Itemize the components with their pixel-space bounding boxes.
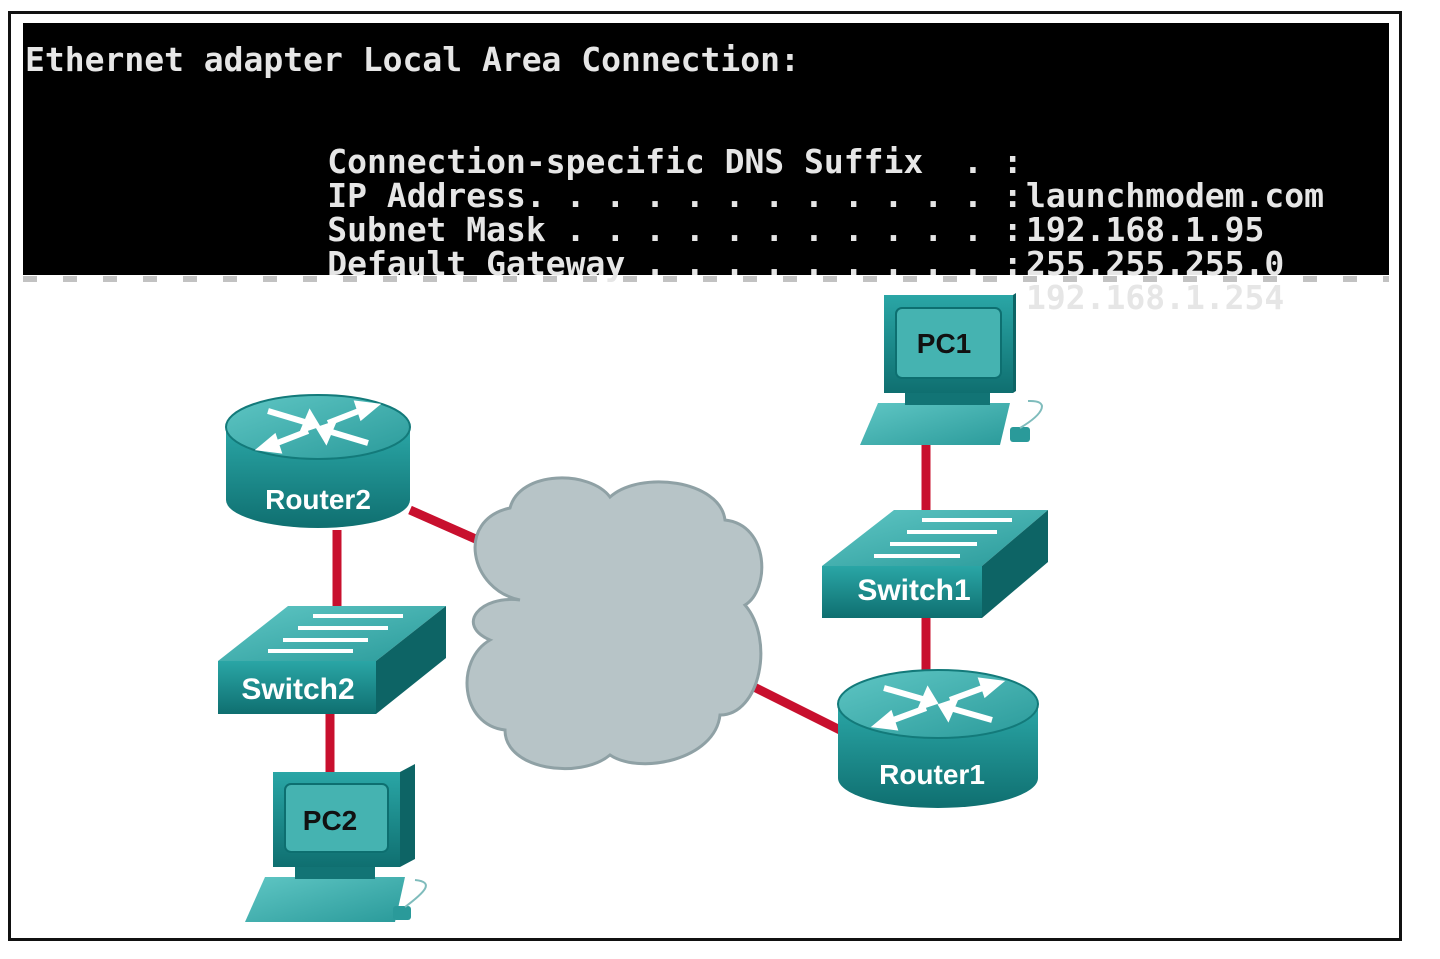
switch-arrows-icon <box>874 518 1012 558</box>
ip-address-key: IP Address. . . . . . . . . . . . : <box>327 176 1023 215</box>
figure-frame: Ethernet adapter Local Area Connection: … <box>8 11 1402 941</box>
subnet-mask-row: Subnet Mask . . . . . . . . . . . : 255.… <box>208 179 1284 315</box>
dns-suffix-key: Connection-specific DNS Suffix . : <box>327 142 1023 181</box>
pc1-label: PC1 <box>917 328 971 359</box>
link-router1-cloud <box>737 675 843 735</box>
router1-label: Router1 <box>879 759 985 790</box>
switch-arrows-icon <box>268 614 403 653</box>
ipconfig-console: Ethernet adapter Local Area Connection: … <box>23 23 1389 315</box>
internet-cloud <box>465 476 764 771</box>
subnet-mask-key: Subnet Mask . . . . . . . . . . . : <box>327 210 1023 249</box>
ip-address-row: IP Address. . . . . . . . . . . . : 192.… <box>208 145 1264 281</box>
router2-label: Router2 <box>265 484 371 515</box>
console-cutoff-line <box>23 276 1389 282</box>
adapter-heading: Ethernet adapter Local Area Connection: <box>25 40 800 79</box>
switch1-device[interactable]: Switch1 <box>822 510 1048 618</box>
dns-suffix-row: Connection-specific DNS Suffix . : launc… <box>208 111 1324 247</box>
router2-device[interactable]: Router2 <box>225 394 411 528</box>
switch2-label: Switch2 <box>241 673 354 706</box>
default-gateway-row: Default Gateway . . . . . . . . . : 192.… <box>208 213 1284 349</box>
subnet-mask-value: 255.255.255.0 <box>1026 244 1285 283</box>
pc1-device[interactable]: PC1 <box>860 293 1043 445</box>
default-gateway-key: Default Gateway . . . . . . . . . : <box>327 244 1023 283</box>
ip-address-value: 192.168.1.95 <box>1026 210 1265 249</box>
default-gateway-value: 192.168.1.254 <box>1026 278 1285 317</box>
switch1-label: Switch1 <box>857 574 970 607</box>
switch2-device[interactable]: Switch2 <box>218 606 446 714</box>
router-arrows-icon <box>254 400 382 454</box>
router-arrows-icon <box>870 677 1006 731</box>
dns-suffix-value: launchmodem.com <box>1026 176 1325 215</box>
pc2-label: PC2 <box>303 805 357 836</box>
pc2-device[interactable]: PC2 <box>245 764 427 922</box>
router1-device[interactable]: Router1 <box>837 669 1039 808</box>
